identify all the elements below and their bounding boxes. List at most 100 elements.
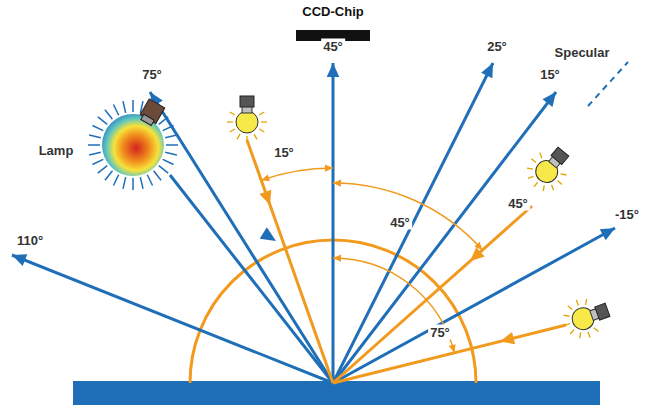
angle-arc	[333, 258, 454, 353]
bulb-icon	[557, 291, 614, 344]
bulb-ray	[564, 323, 570, 325]
lamp-ray	[165, 152, 177, 155]
angle-label: 45°	[321, 39, 345, 54]
ray-line	[150, 92, 333, 383]
lamp-ray	[123, 101, 126, 113]
lamp-ray	[113, 175, 118, 186]
lamp-ray	[92, 125, 103, 130]
arrow-head	[474, 242, 482, 250]
bulb-ray	[534, 182, 538, 187]
arrow-head	[600, 228, 615, 240]
bulb-socket	[595, 303, 610, 320]
lamp-ray	[105, 110, 112, 119]
ray-line	[333, 92, 556, 383]
lamp-ray	[92, 159, 103, 164]
bulb-ray	[578, 332, 583, 338]
bulb-ray	[561, 172, 567, 178]
arrow-head	[261, 174, 270, 181]
angle-label: 45°	[388, 215, 412, 230]
lamp-ray	[159, 117, 168, 124]
lamp-ray	[88, 144, 100, 146]
bulb-ray	[531, 159, 536, 163]
angle-label: 15°	[538, 67, 562, 82]
bulb-ray	[230, 129, 235, 132]
arrow-head	[325, 165, 333, 172]
arrow-head	[481, 63, 493, 78]
lamp-ray	[132, 100, 134, 112]
bulb-ray	[569, 329, 575, 334]
ray-line	[332, 63, 335, 383]
arrow-head	[327, 63, 340, 77]
lamp-ray	[89, 152, 101, 155]
ray-line	[170, 175, 333, 383]
lamp-ray	[98, 117, 107, 124]
bulb-ray	[588, 332, 590, 338]
arrow-head	[260, 227, 276, 241]
bulb-glass	[236, 111, 258, 133]
lamp-ray	[98, 166, 107, 173]
bulb-ray	[254, 134, 257, 139]
bulb-ray	[576, 300, 578, 306]
arrow-head	[12, 254, 27, 266]
arrow-head	[542, 92, 556, 107]
bulb-icon	[227, 96, 267, 142]
bulb-ray	[227, 121, 233, 122]
surface-bar	[73, 381, 600, 405]
angle-label: 25°	[485, 39, 509, 54]
ray-line	[333, 206, 532, 383]
angle-label: 75°	[428, 325, 452, 340]
bulb-ray	[541, 185, 547, 191]
lamp-ray	[89, 135, 101, 138]
bulb-icon	[519, 139, 579, 200]
lamp-ray	[154, 171, 161, 180]
lamp-socket	[138, 99, 165, 127]
bulb-ray	[261, 121, 267, 122]
ray-line	[333, 63, 493, 383]
lamp-ray	[147, 175, 152, 186]
ccd-label: CCD-Chip	[300, 4, 365, 19]
bulb-ray	[538, 153, 544, 159]
bulb-socket	[240, 96, 254, 107]
lamp-ray	[123, 177, 126, 189]
arrow-head	[333, 255, 341, 262]
lamp-ray	[113, 104, 118, 115]
lamp-ray	[165, 135, 177, 138]
bulb-ray	[259, 129, 264, 132]
lamp-ray	[163, 125, 174, 130]
lamps	[88, 96, 614, 344]
angle-label: 75°	[140, 67, 164, 82]
bulb-ray	[568, 305, 573, 311]
bulb-ray	[528, 174, 534, 180]
lamp-ray	[140, 177, 143, 189]
ray-line	[588, 62, 628, 106]
lamp-label: Lamp	[37, 143, 76, 158]
angle-label: 45°	[506, 196, 530, 211]
bulb-ray	[594, 327, 599, 333]
lamp-ray	[159, 166, 168, 173]
lamp-ray	[166, 144, 178, 146]
bulb-ray	[237, 134, 240, 139]
arrow-head	[449, 344, 456, 353]
angle-label: 110°	[15, 233, 45, 248]
bulb-ray	[246, 136, 247, 142]
angle-label: 15°	[272, 145, 296, 160]
lamp-ray	[132, 178, 134, 190]
ray-line	[12, 255, 333, 383]
bulb-ray	[557, 181, 562, 185]
angle-arc	[333, 183, 482, 250]
bulb-ray	[550, 185, 556, 191]
rays	[12, 62, 628, 383]
arrow-head	[333, 180, 341, 187]
angle-label: -15°	[613, 207, 641, 222]
lamp-ray	[105, 171, 112, 180]
lamp-socket-neck	[141, 114, 154, 125]
arrow-head	[500, 332, 515, 344]
bulb-ray	[584, 299, 589, 305]
bulb-ray	[259, 112, 264, 115]
bulb-ray	[527, 166, 533, 172]
arrow-head	[259, 190, 271, 205]
ray-line	[247, 140, 333, 383]
bulb-ray	[563, 313, 569, 318]
